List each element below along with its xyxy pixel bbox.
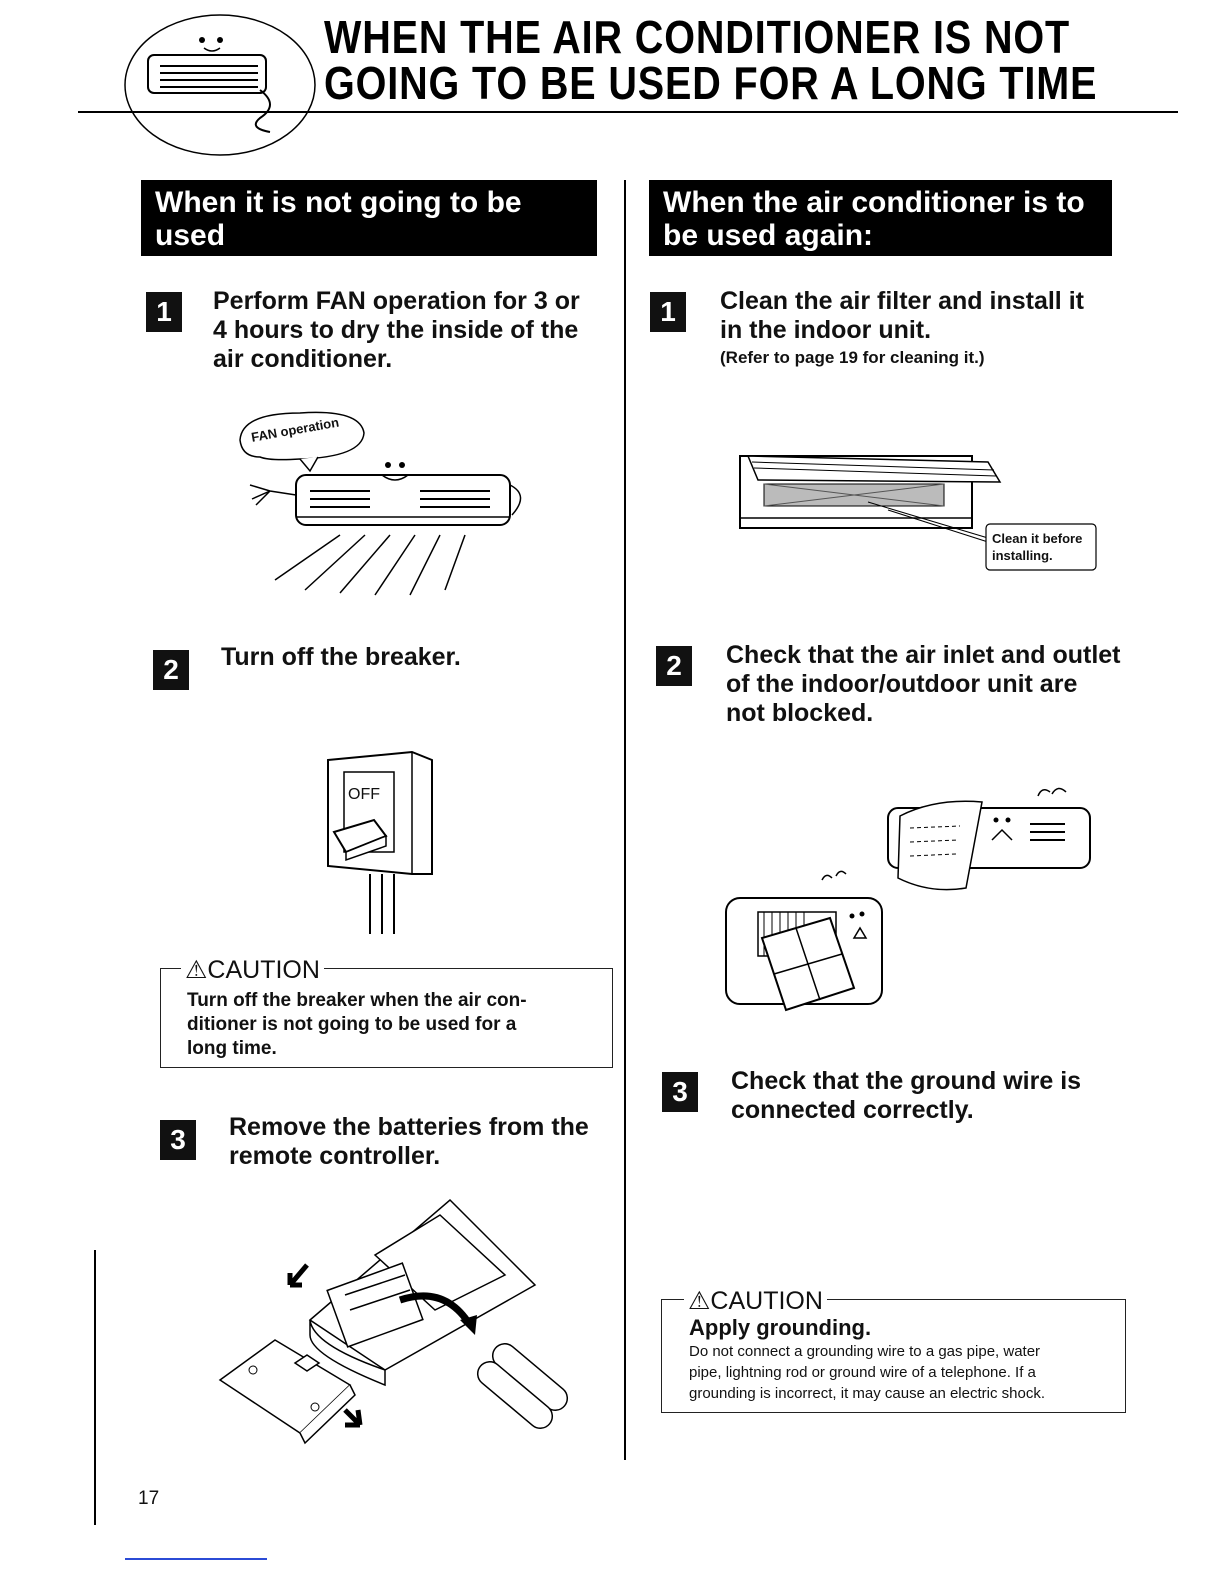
- left-step-1-line: 4 hours to dry the inside of the: [213, 316, 579, 344]
- right-step-3-text: Check that the ground wire is connected …: [731, 1067, 1141, 1125]
- left-step-2-number: 2: [153, 650, 189, 690]
- right-step-2-number: 2: [656, 646, 692, 686]
- left-step-2-text: Turn off the breaker.: [221, 643, 461, 671]
- left-step-1-number: 1: [146, 292, 182, 332]
- page-title-line-2: GOING TO BE USED FOR A LONG TIME: [324, 57, 1098, 109]
- warning-triangle-icon: ⚠: [688, 1287, 711, 1315]
- right-step-2-line: Check that the air inlet and outlet: [726, 641, 1121, 669]
- air-conditioner-icon: [120, 10, 320, 160]
- right-step-1-line: Clean the air filter and install it: [720, 287, 1084, 315]
- remote-controller-illustration: [215, 1195, 575, 1445]
- left-step-3-text: Remove the batteries from the remote con…: [229, 1113, 619, 1171]
- right-caution-subtitle: Apply grounding.: [689, 1315, 872, 1340]
- right-caution-line: grounding is incorrect, it may cause an …: [689, 1385, 1045, 1402]
- left-caution-title: ⚠CAUTION: [181, 956, 324, 984]
- right-caution-box: [661, 1299, 1126, 1413]
- left-step-1-line: Perform FAN operation for 3 or: [213, 287, 580, 315]
- breaker-off-label: OFF: [348, 786, 380, 803]
- blocked-units-illustration: [720, 778, 1100, 1018]
- left-step-1-line: air conditioner.: [213, 345, 393, 373]
- left-caution-line: ditioner is not going to be used for a: [187, 1014, 517, 1035]
- right-caution-text: Do not connect a grounding wire to a gas…: [689, 1341, 1119, 1404]
- left-caution-line: long time.: [187, 1038, 277, 1059]
- right-header-line-2: be used again:: [663, 219, 874, 252]
- left-caution-text: Turn off the breaker when the air con- d…: [187, 989, 597, 1061]
- right-step-2-line: of the indoor/outdoor unit are: [726, 670, 1078, 698]
- left-caution-box: [160, 968, 613, 1068]
- filter-install-illustration: [738, 452, 1098, 572]
- page-number: 17: [138, 1488, 160, 1509]
- right-step-1-text: Clean the air filter and install it in t…: [720, 287, 1130, 345]
- left-header-line-1: When it is not going to be used: [155, 186, 522, 252]
- breaker-switch-illustration: [320, 748, 440, 938]
- right-step-2-text: Check that the air inlet and outlet of t…: [726, 641, 1136, 728]
- left-step-1-text: Perform FAN operation for 3 or 4 hours t…: [213, 287, 613, 374]
- left-step-3-line: remote controller.: [229, 1142, 441, 1170]
- right-caution-line: pipe, lightning rod or ground wire of a …: [689, 1364, 1036, 1381]
- left-step-3-line: Remove the batteries from the: [229, 1113, 589, 1141]
- filter-callout-line: installing.: [992, 548, 1053, 563]
- right-section-header: When the air conditioner is to be used a…: [649, 180, 1112, 256]
- filter-callout-line: Clean it before: [992, 531, 1083, 546]
- right-caution-line: Do not connect a grounding wire to a gas…: [689, 1343, 1041, 1360]
- right-step-3-number: 3: [662, 1072, 698, 1112]
- left-caution-line: Turn off the breaker when the air con-: [187, 990, 527, 1011]
- title-rule: [78, 111, 1178, 113]
- right-caution-title: ⚠CAUTION: [684, 1287, 827, 1315]
- page-title-line-1: WHEN THE AIR CONDITIONER IS NOT: [324, 11, 1071, 63]
- right-step-1-line: in the indoor unit.: [720, 316, 932, 344]
- left-step-3-number: 3: [160, 1120, 196, 1160]
- right-header-line-1: When the air conditioner is to: [663, 186, 1085, 219]
- right-step-2-line: not blocked.: [726, 699, 874, 727]
- right-caution-title-text: CAUTION: [710, 1287, 823, 1315]
- left-section-header: When it is not going to be used for a lo…: [141, 180, 597, 285]
- right-step-3-line: Check that the ground wire is: [731, 1067, 1082, 1095]
- margin-rule: [94, 1250, 96, 1525]
- fan-unit-illustration: [230, 405, 540, 605]
- warning-triangle-icon: ⚠: [185, 956, 208, 984]
- column-divider: [624, 180, 626, 1460]
- left-header-line-2: for a long time:: [155, 252, 372, 285]
- bottom-link-rule: [125, 1558, 267, 1560]
- left-caution-title-text: CAUTION: [207, 956, 320, 984]
- filter-callout: Clean it before installing.: [992, 530, 1082, 564]
- right-step-1-number: 1: [650, 292, 686, 332]
- right-step-3-line: connected correctly.: [731, 1096, 974, 1124]
- right-step-1-note: (Refer to page 19 for cleaning it.): [720, 348, 985, 367]
